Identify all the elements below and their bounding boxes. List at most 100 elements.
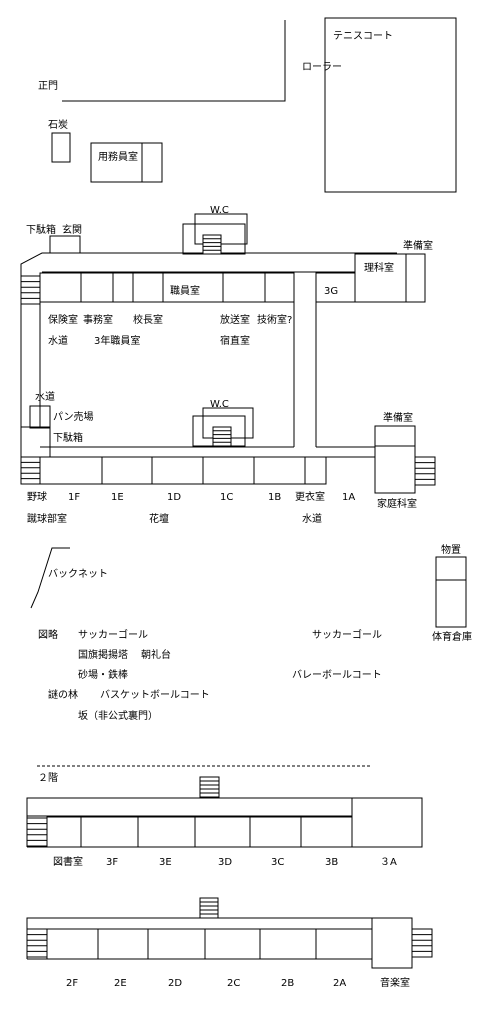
main-gate-label: 正門 [38,80,58,92]
backnet-label: バックネット [48,568,108,580]
coal-shed [51,132,71,163]
wc-lower-label: W.C [210,399,229,410]
room-2d-label: 2D [168,978,182,989]
admin-block [39,272,295,303]
perimeter-fence [62,20,286,102]
room-2e-label: 2E [114,978,127,989]
coal-label: 石炭 [48,119,68,131]
backnet-line [30,547,70,609]
office-label: 事務室 [83,313,113,326]
grade3-staff-label: 3年職員室 [94,334,140,347]
stairs-icon [20,456,41,485]
room-1b-label: 1B [268,492,281,503]
corridor-2row [26,917,373,930]
principal-label: 校長室 [133,313,163,326]
science-room-box [354,253,407,303]
stairs-frame [20,456,41,485]
music-room-label: 音楽室 [380,976,410,989]
room-2a-label: 2A [333,978,346,989]
room-3g-label: 3G [324,286,338,297]
stairs-frame [202,234,222,255]
soccer-goal-left-label: サッカーゴール [78,628,148,641]
class-row-2 [46,928,373,960]
geta-bako-lower-label: 下駄箱 [53,431,83,444]
entrance-box [49,235,81,254]
room-2b-label: 2B [281,978,294,989]
prep-room-lower-box [374,425,416,447]
stairs-frame [26,817,48,847]
changing-room-label: 更衣室 [295,490,325,503]
room-3d-label: 3D [218,857,232,868]
gym-storage-label: 体育倉庫 [432,630,472,643]
water-lower-box [29,405,51,429]
janitor-room-label: 用務員室 [98,150,138,163]
room-1e-label: 1E [111,492,124,503]
stairs-frame [26,928,48,958]
room-3e-label: 3E [159,857,172,868]
stairs-icon [26,928,48,958]
stairs-frame [20,275,41,305]
corridor-3row [26,797,353,817]
room-3a-box [351,797,423,848]
stairs-icon [199,897,219,919]
prep-room-upper-box [405,253,426,303]
floor2-label: ２階 [38,772,58,784]
mystery-forest-label: 謎の林 [48,688,78,701]
geta-bako-lower-box [20,426,51,458]
assembly-stand-label: 朝礼台 [141,648,171,661]
library-label: 図書室 [53,855,83,868]
prep-room-lower-label: 準備室 [383,411,413,424]
stairs-frame [199,897,219,919]
water-upper-label: 水道 [48,334,68,347]
room-1f-label: 1F [68,492,80,503]
soccer-goal-right-label: サッカーゴール [312,628,382,641]
volleyball-label: バレーボールコート [292,669,382,681]
slope-label: 坂（非公式裏門） [78,709,158,722]
room-2c-label: 2C [227,978,240,989]
prep-room-upper-label: 準備室 [403,239,433,252]
room-3b-label: 3B [325,857,338,868]
water-outside-label: 水道 [302,512,322,525]
baseball-label: 野球 [27,490,47,503]
stairs-icon [20,275,41,305]
broadcast-label: 放送室 [220,313,250,326]
room-3f-label: 3F [106,857,118,868]
stairs-frame [411,928,433,958]
bread-shop-label: パン売場 [53,410,94,423]
stairs-icon [212,426,232,447]
home-ec-box [374,445,416,494]
class-row-1f [39,456,327,485]
science-room-label: 理科室 [364,261,394,274]
tennis-court [324,17,457,193]
stairs-frame [414,456,436,486]
basketball-label: バスケットボールコート [100,689,210,701]
flowerbed-label: 花壇 [149,512,169,525]
room-3c-label: 3C [271,857,284,868]
tech-room-label: 技術室? [257,313,292,326]
flag-tower-label: 国旗掲揚塔 [78,648,128,661]
class-row-3 [46,816,353,848]
janitor-room-box [90,142,163,183]
kickball-label: 蹴球部室 [27,512,67,525]
tennis-court-label: テニスコート [333,31,393,42]
stairs-frame [212,426,232,447]
room-2f-label: 2F [66,978,78,989]
night-duty-label: 宿直室 [220,334,250,347]
geta-bako-upper-label: 下駄箱 [26,223,56,236]
stairs-icon [411,928,433,958]
storage-label: 物置 [441,543,461,556]
infirmary-label: 保険室 [48,313,78,326]
room-1d-label: 1D [167,492,181,503]
omitted-label: 図略 [38,628,58,641]
stairs-icon [414,456,436,486]
storage-box [435,556,467,628]
stairs-icon [202,234,222,255]
room-1a-label: 1A [342,492,355,503]
room-3a-label: ３A [380,857,397,868]
stairs-frame [199,776,220,798]
stairs-icon [26,817,48,847]
home-ec-label: 家庭科室 [377,497,417,510]
staff-room-label: 職員室 [170,284,200,297]
roller-label: ローラー [302,61,342,73]
